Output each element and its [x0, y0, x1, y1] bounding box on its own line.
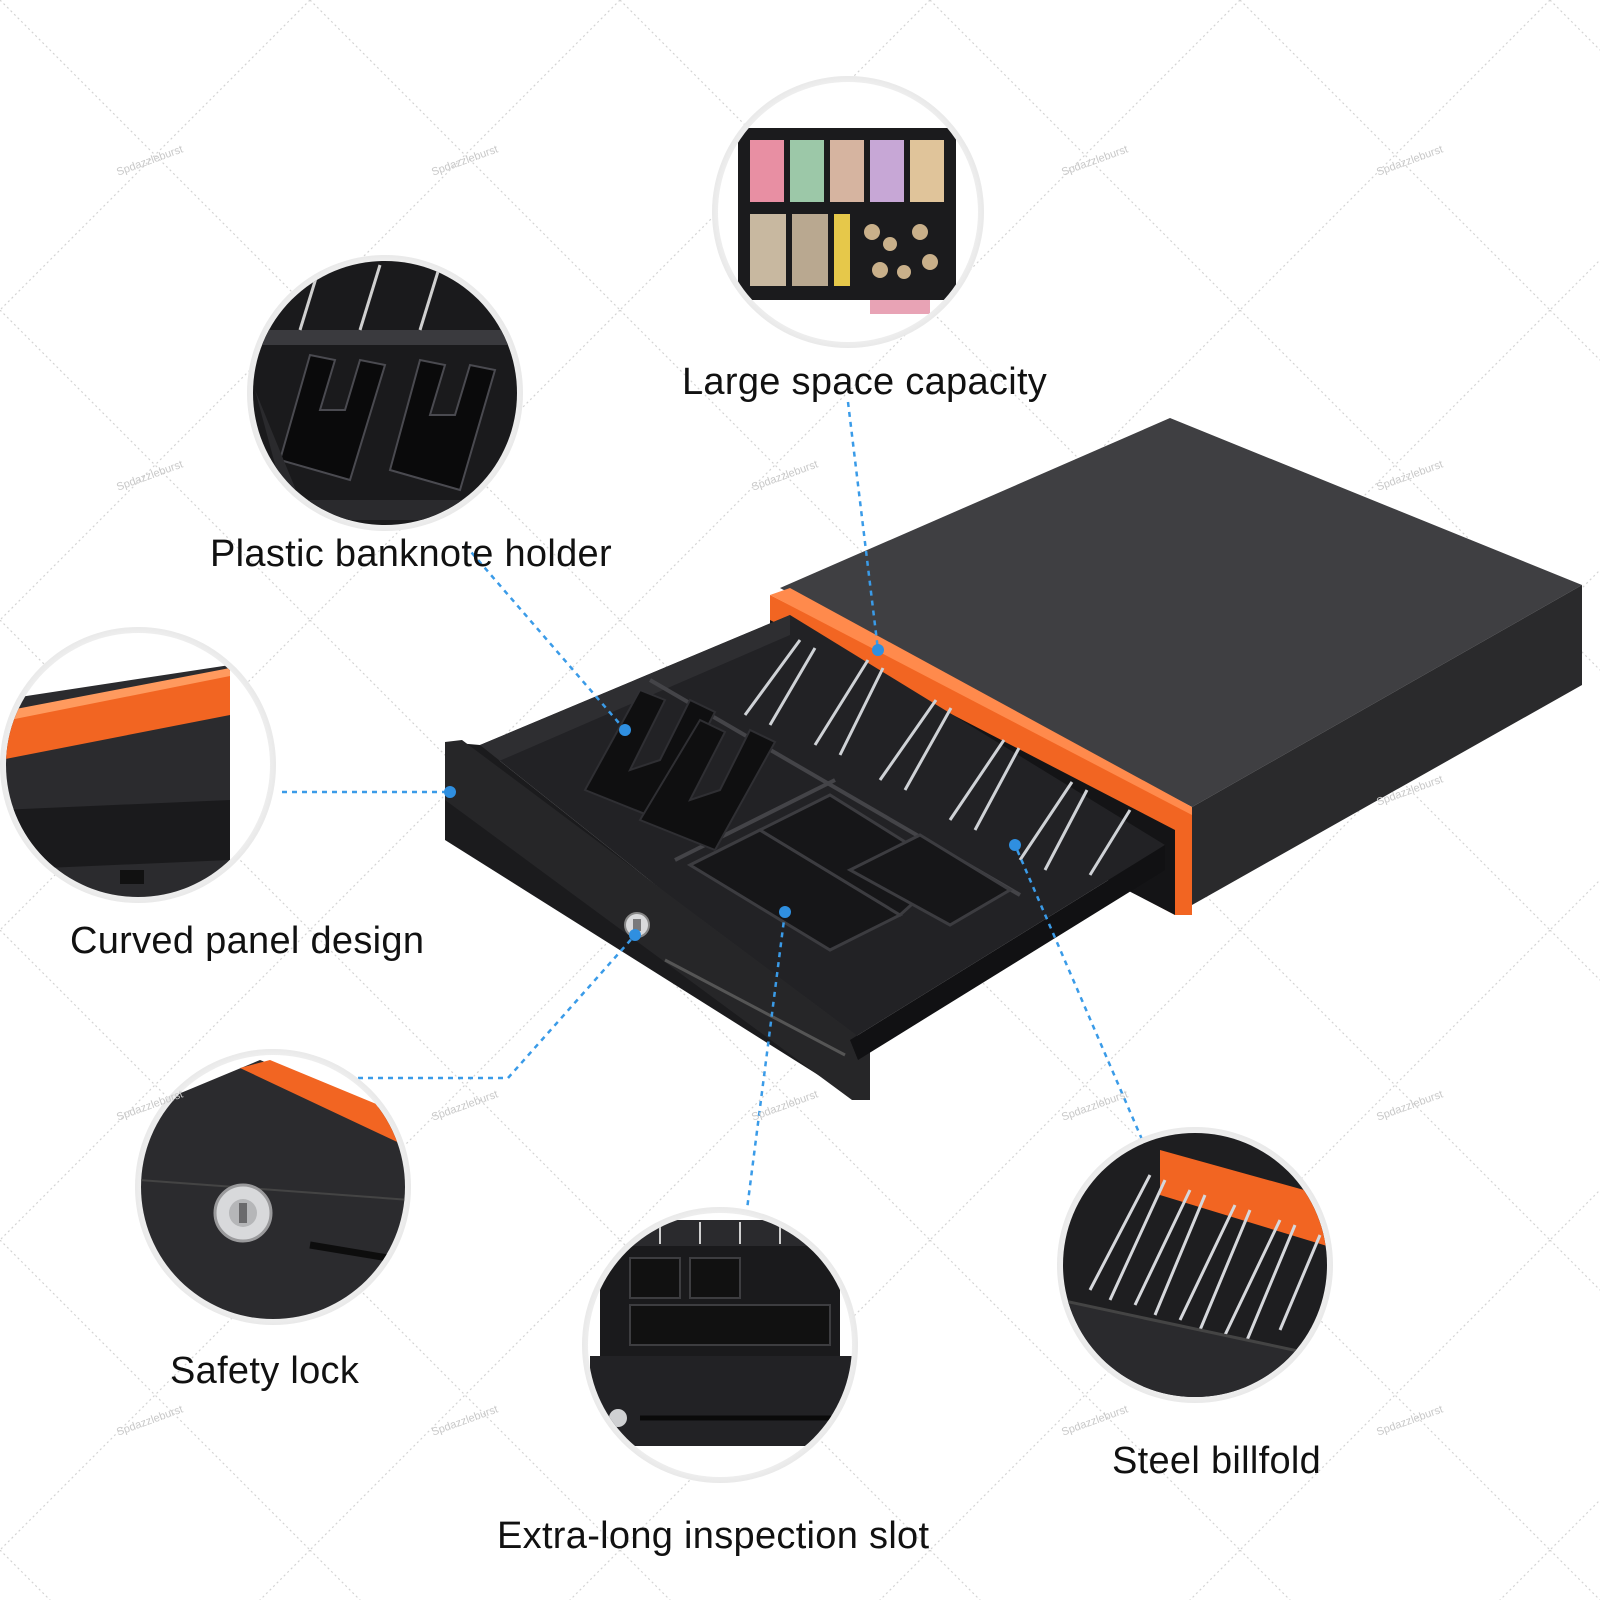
cash-drawer — [445, 418, 1582, 1100]
leader-lines — [282, 401, 1152, 1226]
label-curved-panel-design: Curved panel design — [70, 920, 425, 962]
holder-clip-icon — [278, 353, 497, 492]
detail-banknote — [247, 255, 523, 531]
leader-dots — [444, 644, 1021, 941]
label-plastic-banknote-holder: Plastic banknote holder — [210, 533, 612, 575]
steel-clips — [743, 639, 1132, 876]
detail-lock — [135, 1049, 411, 1325]
label-steel-billfold: Steel billfold — [1112, 1440, 1322, 1482]
banknotes-icon — [750, 140, 944, 202]
label-safety-lock: Safety lock — [170, 1350, 360, 1392]
billfold-clips-icon — [1088, 1174, 1322, 1346]
inspection-slot — [664, 958, 846, 1057]
label-large-space-capacity: Large space capacity — [682, 361, 1048, 403]
detail-capacity — [712, 76, 984, 348]
plastic-holders — [583, 688, 777, 852]
detail-panel — [0, 627, 276, 903]
drawer-body-top — [780, 418, 1582, 807]
label-extra-long-inspection-slot: Extra-long inspection slot — [497, 1515, 930, 1557]
coins-icon — [864, 224, 938, 279]
drawer-body-side — [1192, 585, 1582, 905]
